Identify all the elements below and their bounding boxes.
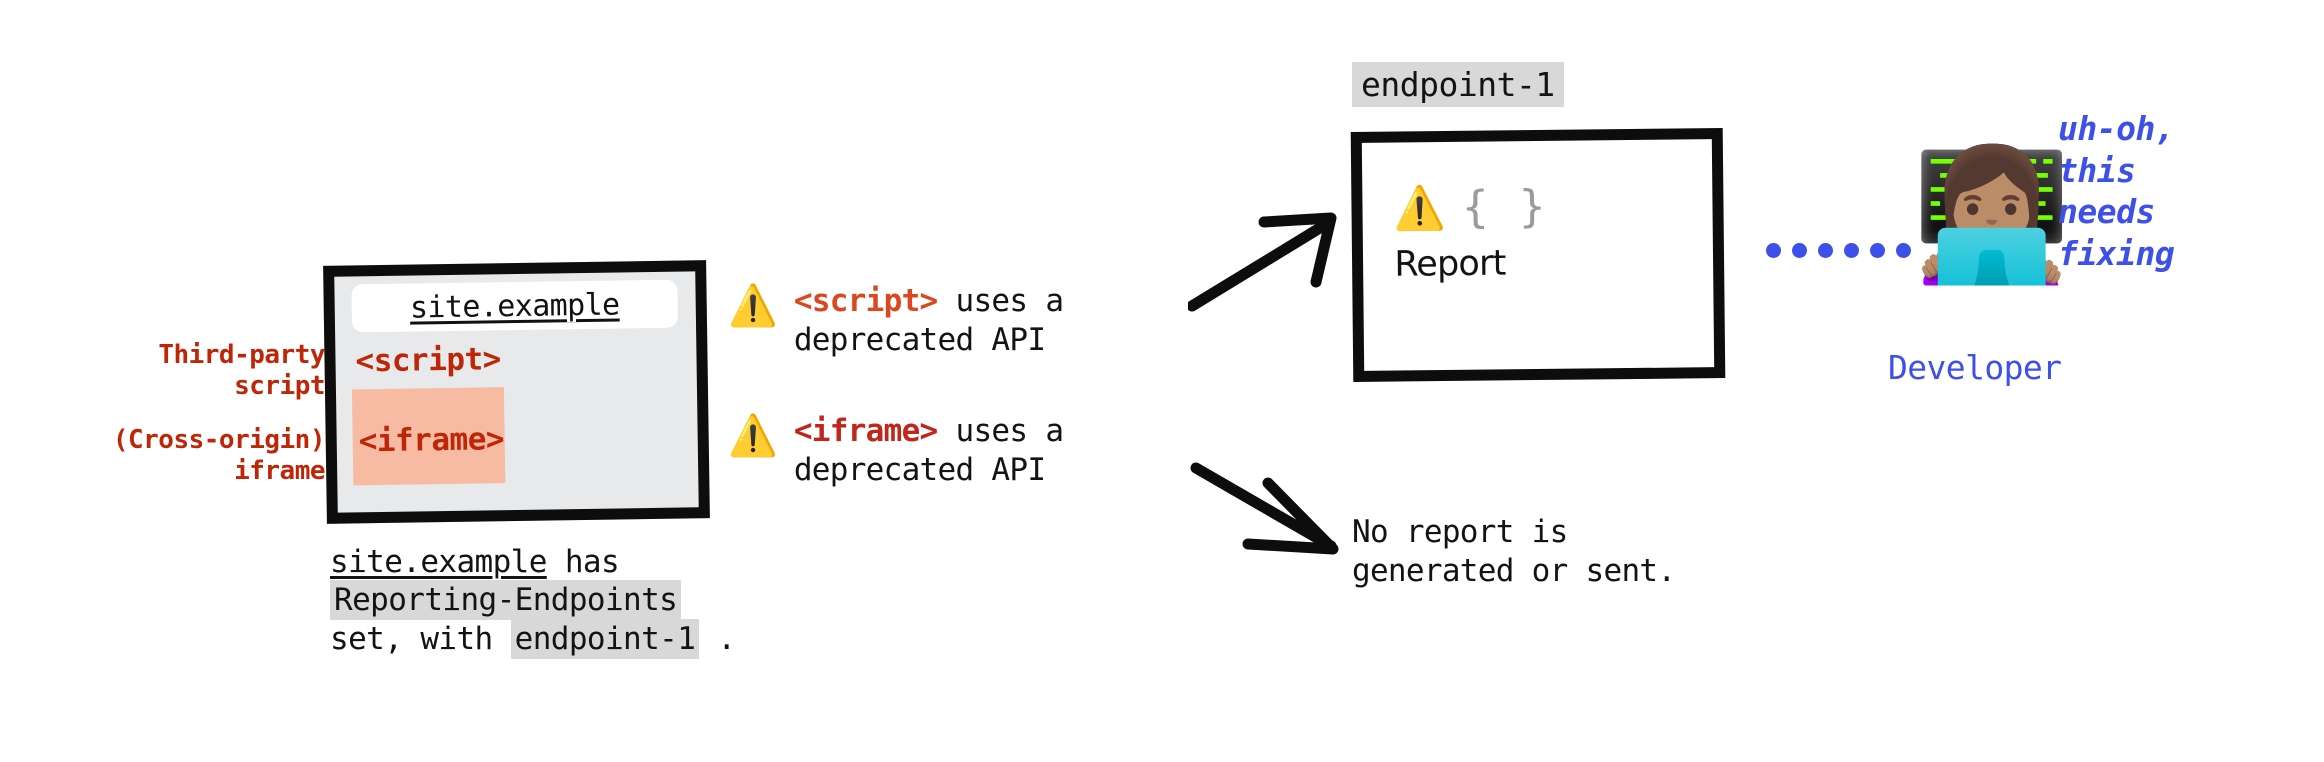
no-report-text: No report is generated or sent. (1352, 514, 1676, 590)
browser-window-content: site.example <script> <iframe> (334, 271, 698, 512)
caption-period: . (699, 620, 736, 657)
caption-line-3: set, with endpoint-1 . (330, 618, 930, 659)
endpoint-report-box: ⚠️ { } Report (1350, 128, 1726, 382)
arrow-to-report-icon (1188, 212, 1337, 312)
third-party-script-label: Third-party script (158, 340, 325, 401)
warning-triangle-icon: ⚠️ (728, 413, 778, 459)
developer-speech-text: uh-oh, this needs fixing (2058, 109, 2175, 273)
report-icon-row: ⚠️ { } (1393, 179, 1547, 237)
connector-dot (1766, 243, 1781, 258)
caption-site: site.example (330, 544, 547, 580)
connector-dot (1844, 243, 1859, 258)
warning-iframe-text: <iframe> uses a deprecated API (793, 412, 1064, 490)
endpoint-badge: endpoint-1 (1352, 62, 1564, 107)
arrow-to-no-report-icon (1190, 462, 1339, 555)
warning-script-row: ⚠️ <script> uses a deprecated API (728, 282, 1064, 360)
iframe-region: <iframe> (351, 387, 506, 486)
connector-dot (1896, 243, 1911, 258)
warning-triangle-icon: ⚠️ (728, 283, 778, 329)
iframe-tag-label: <iframe> (358, 421, 505, 460)
caption-set-with: set, with (330, 620, 511, 657)
developer-label: Developer (1888, 348, 2062, 387)
warning-iframe-rest: uses a deprecated API (793, 413, 1064, 489)
address-bar[interactable]: site.example (351, 279, 679, 333)
cross-origin-iframe-label: (Cross-origin) iframe (112, 425, 326, 487)
connector-dot (1818, 243, 1833, 258)
developer-avatar-icon: 👩🏽‍💻 (1912, 141, 2072, 290)
caption-has: has (546, 544, 620, 580)
caption-line-2: Reporting-Endpoints (330, 580, 930, 621)
warning-script-rest: uses a deprecated API (793, 283, 1064, 359)
warning-iframe-row: ⚠️ <iframe> uses a deprecated API (728, 412, 1064, 490)
browser-window: site.example <script> <iframe> (323, 260, 710, 524)
warning-iframe-tag: <iframe> (793, 413, 938, 449)
connector-dot (1870, 243, 1885, 258)
json-braces-icon: { } (1461, 181, 1548, 234)
caption-header-chip: Reporting-Endpoints (330, 580, 682, 621)
browser-caption: site.example has Reporting-Endpoints set… (330, 543, 930, 659)
script-tag-label: <script> (355, 341, 502, 380)
report-label: Report (1394, 243, 1506, 285)
caption-line-1: site.example has (330, 543, 930, 581)
warning-script-text: <script> uses a deprecated API (793, 282, 1064, 360)
connector-dot (1792, 243, 1807, 258)
address-bar-url: site.example (409, 286, 620, 326)
dotted-connector (1766, 243, 1911, 258)
report-content: ⚠️ { } Report (1393, 179, 1548, 285)
caption-endpoint-chip: endpoint-1 (510, 618, 700, 659)
warning-triangle-icon: ⚠️ (1393, 183, 1447, 233)
warning-script-tag: <script> (793, 283, 938, 319)
third-party-annotations: Third-party script (Cross-origin) iframe (40, 340, 326, 487)
